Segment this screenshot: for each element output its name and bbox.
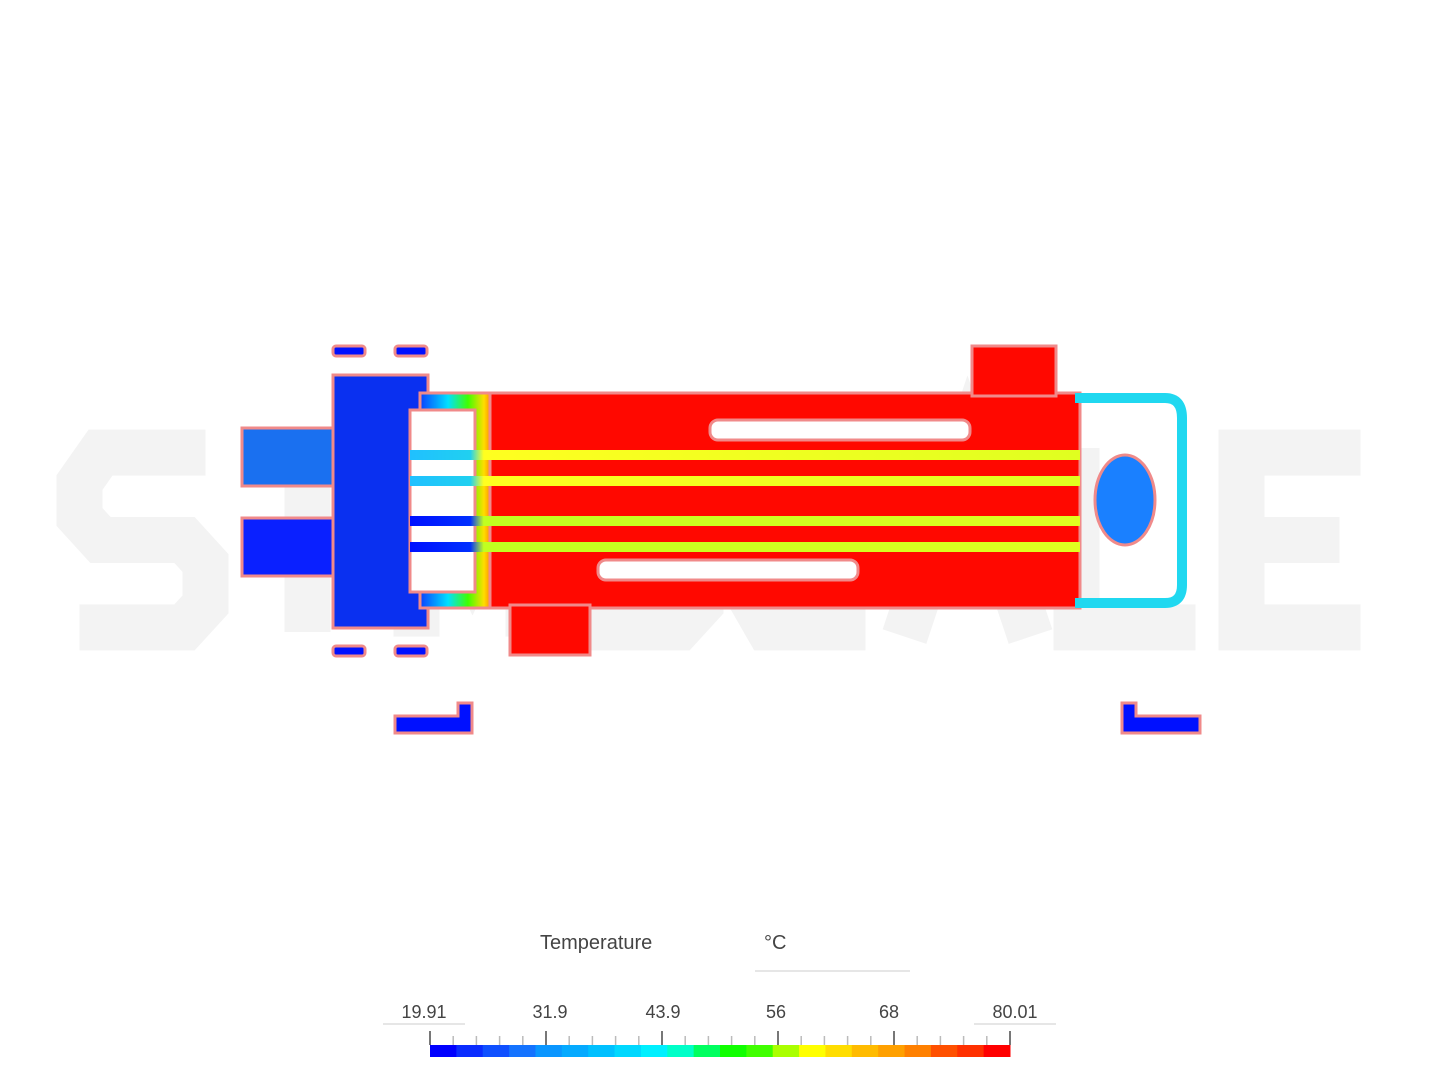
legend-color-step — [509, 1045, 536, 1057]
legend-tick-label: 68 — [878, 1002, 900, 1022]
legend-tick-label: 56 — [765, 1002, 787, 1022]
max-underline — [974, 1023, 1056, 1025]
legend-color-step — [772, 1045, 800, 1057]
inlet-nozzle-bottom — [240, 516, 344, 578]
tube-sheet-cavity — [408, 408, 477, 594]
tube-4 — [410, 542, 1080, 552]
tube-2 — [410, 476, 1080, 486]
legend-ticks — [429, 1031, 1011, 1045]
return-bend-core — [1093, 453, 1157, 547]
legend-tick-label: 19.91 — [401, 1002, 447, 1022]
legend-color-step — [904, 1045, 932, 1057]
return-bend — [1075, 393, 1187, 608]
bolt-top-left — [331, 344, 367, 358]
legend-color-step — [693, 1045, 721, 1057]
legend-color-step — [799, 1045, 826, 1057]
heat-exchanger-model — [240, 344, 1202, 735]
legend-title: Temperature — [540, 932, 653, 954]
legend-color-step — [430, 1045, 457, 1057]
legend-color-step — [561, 1045, 589, 1057]
legend-color-step — [957, 1045, 985, 1057]
legend-color-step — [535, 1045, 563, 1057]
legend-color-step — [720, 1045, 747, 1057]
legend-tick-label: 43.9 — [645, 1002, 681, 1022]
min-underline — [383, 1023, 465, 1025]
legend-color-step — [456, 1045, 484, 1057]
bolt-bottom-left — [331, 644, 367, 658]
legend-color-step — [930, 1045, 958, 1057]
support-foot-left — [393, 701, 474, 735]
legend-color-step — [667, 1045, 695, 1057]
color-legend-bar — [430, 1045, 1011, 1057]
bolt-bottom-right — [393, 644, 429, 658]
legend-tick-label: 80.01 — [992, 1002, 1038, 1022]
legend-color-step — [878, 1045, 906, 1057]
legend-unit: °C — [764, 932, 787, 954]
watermark-letter — [56, 429, 229, 651]
shell-outlet-nozzle — [970, 344, 1058, 398]
legend-color-step — [640, 1045, 668, 1057]
legend-color-step — [588, 1045, 616, 1057]
legend-color-step — [825, 1045, 853, 1057]
watermark-letter — [1218, 429, 1361, 651]
baffle-bottom — [596, 558, 860, 582]
legend-color-step — [851, 1045, 879, 1057]
unit-underline — [755, 970, 910, 972]
tube-1 — [410, 450, 1080, 460]
tube-3 — [410, 516, 1080, 526]
legend-color-step — [983, 1045, 1011, 1057]
legend-color-step — [614, 1045, 642, 1057]
legend-color-step — [482, 1045, 510, 1057]
legend-tick-label: 31.9 — [532, 1002, 568, 1022]
bolt-top-right — [393, 344, 429, 358]
baffle-top — [708, 418, 972, 442]
legend-color-step — [746, 1045, 774, 1057]
shell-inlet-nozzle — [508, 603, 592, 657]
inlet-nozzle-top — [240, 426, 344, 488]
support-foot-right — [1120, 701, 1202, 735]
